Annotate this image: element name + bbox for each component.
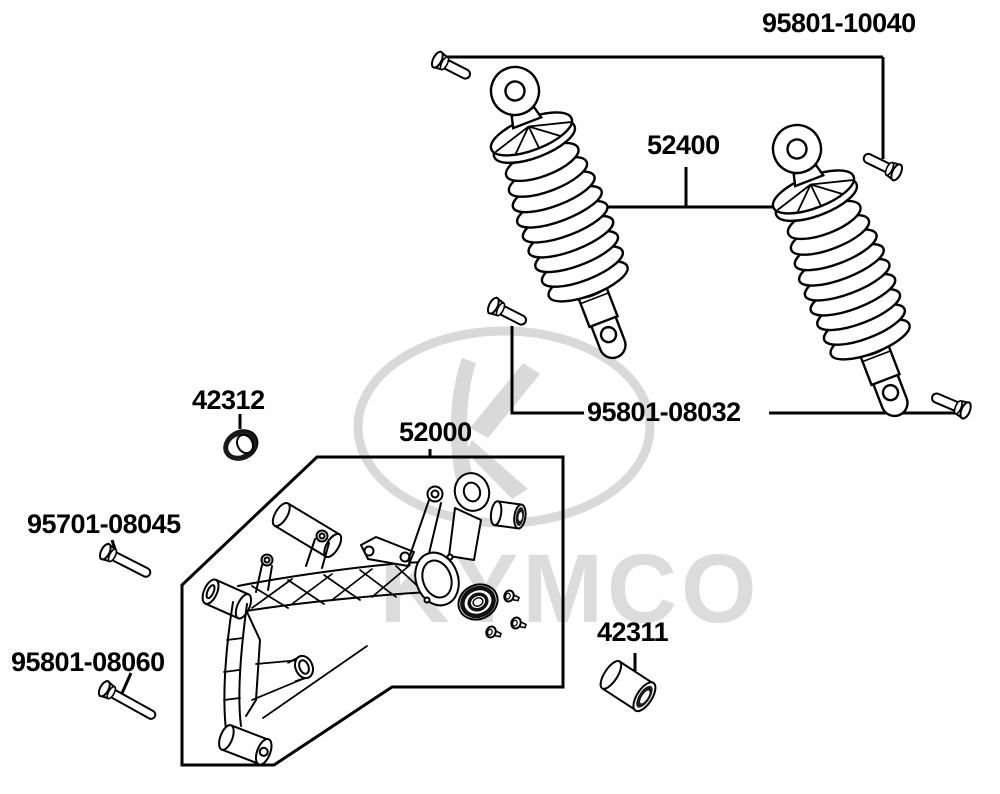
- dust-seal-drawing: [223, 429, 259, 461]
- part-label-95801-10040: 95801-10040: [762, 8, 916, 38]
- swing-arm-drawing: [201, 472, 491, 766]
- collar-drawing: [599, 660, 657, 713]
- part-label-42311: 42311: [597, 617, 669, 647]
- part-label-95801-08060: 95801-08060: [11, 647, 165, 677]
- flange-bolt-95701: [96, 541, 155, 583]
- kymco-watermark: KYMCO: [353, 326, 757, 643]
- leader-line-95801-08032: [510, 326, 958, 415]
- bushing-drawing: [489, 500, 527, 530]
- part-label-52400: 52400: [647, 130, 720, 160]
- flange-bolt-mid-left: [484, 295, 531, 331]
- part-label-95701-08045: 95701-08045: [27, 509, 181, 539]
- flange-bolt-bottom-right: [928, 387, 974, 421]
- flange-bolt-top-left: [428, 49, 475, 85]
- flange-bolt-95801-08060: [95, 678, 160, 725]
- left-shock-absorber-drawing: [463, 51, 661, 375]
- swing-arm-frame-border: [180, 455, 565, 767]
- part-label-52000: 52000: [399, 417, 472, 447]
- small-parts: [223, 429, 657, 713]
- kymco-logo-mark: [450, 358, 540, 499]
- part-label-42312: 42312: [192, 385, 265, 415]
- leader-line-52400: [589, 167, 777, 209]
- leader-line-95801-10040: [440, 55, 885, 159]
- right-shock-absorber-drawing: [745, 109, 943, 433]
- part-label-95801-08032: 95801-08032: [587, 397, 741, 427]
- bearing-drawing: [457, 583, 499, 621]
